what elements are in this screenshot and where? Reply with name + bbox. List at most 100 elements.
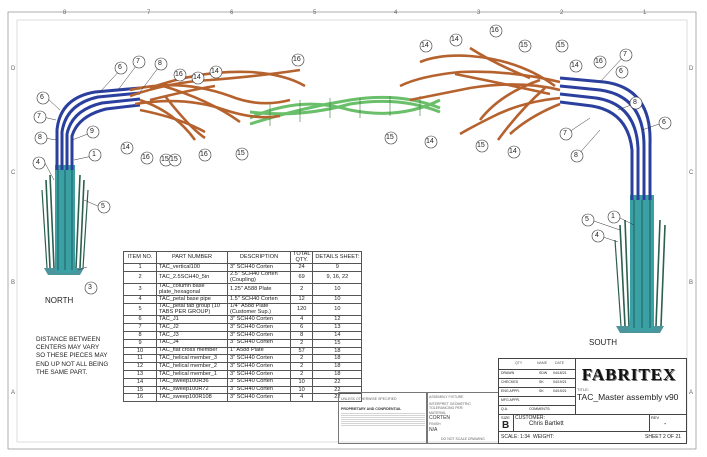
customer-name: Chris Bartlett [529, 421, 564, 427]
balloon-label: 4 [595, 232, 599, 239]
bom-quantity: 2 [289, 338, 314, 348]
bom-details-sheet: 18 [312, 369, 363, 379]
mfg-appr-label: MFG APPR. [501, 398, 521, 402]
checked-label: CHECKED [501, 380, 519, 384]
bom-item-number: 14 [123, 377, 157, 387]
bom-quantity: 57 [289, 346, 314, 356]
bom-part-number: TAC_column base plate_hexagonal [156, 283, 228, 297]
bom-item-number: 2 [123, 270, 157, 285]
bom-quantity: 2 [289, 369, 314, 379]
bom-quantity: 10 [289, 377, 314, 387]
size-label: SIZE [501, 415, 510, 420]
balloon-label: 3 [88, 284, 92, 291]
balloon-label: 8 [574, 152, 578, 159]
eng-appr-date: 04/19/21 [553, 389, 567, 393]
zone-label: C [689, 170, 694, 176]
bom-part-number: TAC_helical member_3 [156, 354, 228, 364]
bom-header-row: ITEM NO. PART NUMBER DESCRIPTION TOTAL Q… [123, 250, 363, 265]
bom-quantity: 6 [289, 323, 314, 332]
weight-label: WEIGHT: [533, 434, 554, 440]
balloon-label: 16 [175, 71, 183, 78]
balloon-label: 14 [426, 138, 434, 145]
checked-name: SK [539, 380, 544, 384]
customer-label: CUSTOMER: [515, 415, 545, 421]
view-label-south: SOUTH [589, 338, 617, 347]
rev-label: REV [651, 415, 660, 420]
bom-description: 3" SCH40 Corten [227, 338, 291, 348]
balloon-label: 14 [211, 68, 219, 75]
balloon-label: 16 [142, 154, 150, 161]
bom-header-details: DETAILS SHEET: [312, 250, 363, 265]
zone-label: B [689, 280, 694, 286]
zone-label: A [11, 390, 16, 396]
balloon-label: 1 [92, 151, 96, 158]
bom-part-number: TAC_2.5SCH40_5in [156, 270, 228, 285]
bom-description: 3" SCH40 Corten [227, 315, 291, 325]
balloon-label: 14 [193, 74, 201, 81]
balloon-label: 15 [170, 156, 178, 163]
balloon-label: 15 [386, 134, 394, 141]
material-value: CORTEN [429, 415, 451, 421]
bom-part-number: TAC_helical member_1 [156, 369, 228, 379]
bom-header-part: PART NUMBER [156, 250, 228, 265]
bom-details-sheet: 18 [312, 354, 363, 364]
zone-label: A [689, 390, 694, 396]
balloon-label: 15 [237, 150, 245, 157]
bom-item-number: 6 [123, 315, 157, 325]
zone-label: 7 [147, 10, 151, 16]
balloon-label: 14 [509, 148, 517, 155]
bom-item-number: 5 [123, 303, 157, 317]
bom-item-number: 1 [123, 263, 157, 272]
south-blue-sweeps [559, 76, 652, 200]
bom-part-number: TAC_vertical100 [156, 263, 228, 272]
bom-quantity: 8 [289, 330, 314, 340]
drawing-title: TAC_Master assembly v90 [577, 392, 679, 402]
zone-label: 3 [477, 10, 481, 16]
zone-label: D [689, 66, 694, 72]
tolerance-block: ASSEMBLY FIXTURE INTERPRET GEOMETRIC TOL… [426, 392, 500, 444]
bom-details-sheet: 18 [312, 346, 363, 356]
bom-item-number: 16 [123, 393, 157, 403]
balloon-label: 7 [37, 113, 41, 120]
bom-details-sheet: 10 [312, 303, 363, 317]
bom-item-number: 9 [123, 338, 157, 348]
bom-quantity: 69 [289, 270, 314, 285]
zone-label: 2 [560, 10, 564, 16]
size-value: B [502, 420, 510, 431]
bom-quantity: 2 [289, 354, 314, 364]
bom-part-number: TAC_J2 [156, 323, 228, 332]
balloon-label: 14 [571, 62, 579, 69]
bom-header-qty: TOTAL QTY. [289, 250, 314, 265]
balloon-label: 7 [136, 58, 140, 65]
scale-label: SCALE: 1:34 [501, 434, 530, 440]
title-label: TITLE: [577, 387, 590, 392]
balloon-label: 1 [611, 213, 615, 220]
bom-part-number: TAC_J1 [156, 315, 228, 325]
zone-label: 1 [643, 10, 647, 16]
drawn-label: DRAWN [501, 371, 515, 375]
general-notes-block: UNLESS OTHERWISE SPECIFIED PROPRIETARY A… [338, 392, 428, 444]
balloon-label: 15 [161, 156, 169, 163]
bom-details-sheet: 10 [312, 295, 363, 305]
bom-item-number: 10 [123, 346, 157, 356]
balloon-label: 7 [623, 51, 627, 58]
date-label: DATE [555, 361, 565, 365]
bom-item-number: 11 [123, 354, 157, 364]
note-line: DISTANCE BETWEEN [36, 336, 101, 343]
bom-part-number: TAC_helical member_2 [156, 362, 228, 371]
zone-label: 5 [313, 10, 317, 16]
balloon-label: 15 [520, 42, 528, 49]
north-corten-sweeps [129, 68, 306, 141]
view-label-north: NORTH [45, 296, 74, 305]
balloon-label: 16 [200, 151, 208, 158]
balloon-label: 6 [118, 64, 122, 71]
